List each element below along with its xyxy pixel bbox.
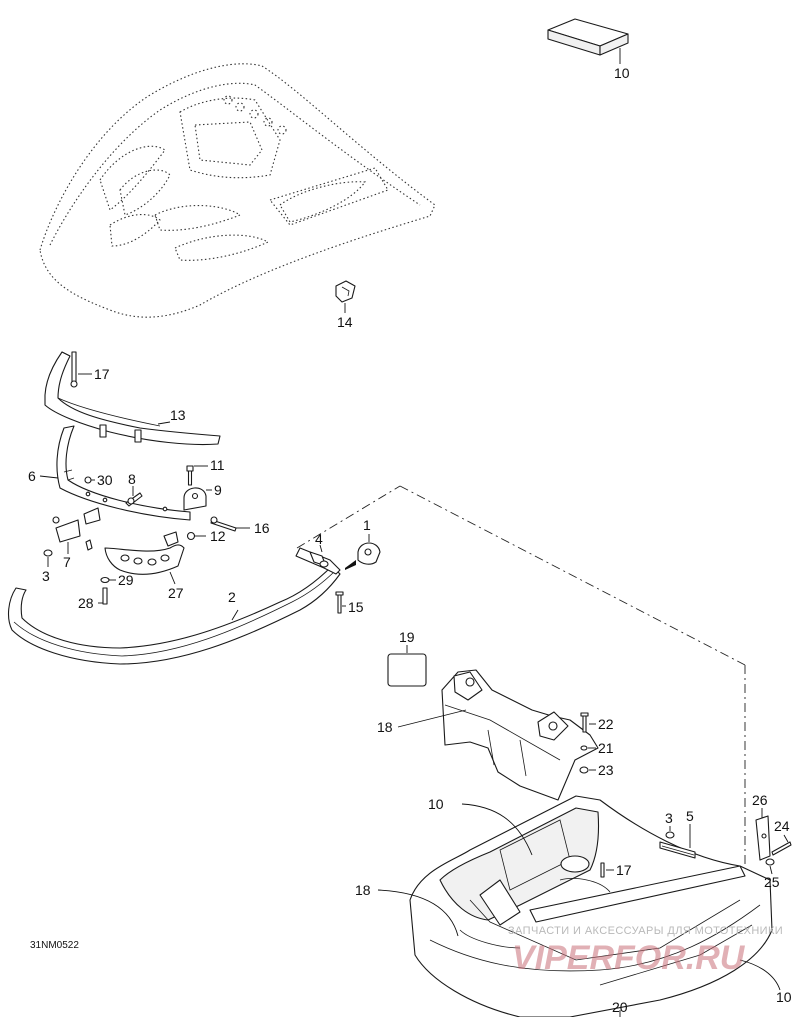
screw-22: [580, 712, 589, 733]
callout-17-bottom: 17: [616, 862, 632, 878]
hood-ghost: [39, 63, 436, 318]
callout-9: 9: [214, 482, 222, 498]
alignment-lines: [296, 485, 746, 872]
callout-8: 8: [128, 471, 136, 487]
tab-9: [183, 487, 207, 511]
part-pad-top: [547, 18, 629, 56]
callout-10-bottom: 10: [776, 989, 792, 1005]
callout-24: 24: [774, 818, 790, 834]
bracket-26: [755, 815, 771, 861]
callout-1: 1: [363, 517, 371, 533]
callout-19: 19: [399, 629, 415, 645]
callout-18-bottom: 18: [355, 882, 371, 898]
screw-24: [771, 841, 792, 856]
washer-30: [84, 476, 92, 484]
watermark-line2: VIPERFOR.RU: [512, 939, 746, 977]
callout-5: 5: [686, 808, 694, 824]
callout-23: 23: [598, 762, 614, 778]
washer-21: [580, 745, 588, 751]
nut-23: [579, 766, 589, 774]
callout-2: 2: [228, 589, 236, 605]
callout-14: 14: [337, 314, 353, 330]
callout-12: 12: [210, 528, 226, 544]
callout-22: 22: [598, 716, 614, 732]
callout-3-right: 3: [665, 810, 673, 826]
part-support-18: [441, 669, 599, 801]
callout-30: 30: [97, 472, 113, 488]
bolt-4: [309, 551, 329, 568]
callout-25: 25: [764, 874, 780, 890]
callouts: 10 14 17 13 6 30 8 11 9 16 12 1 4 3 7 29…: [28, 65, 792, 1015]
label-19: [387, 653, 427, 687]
screw-28: [102, 587, 108, 605]
part-clip-14: [335, 280, 356, 303]
nut-3-right: [665, 831, 675, 839]
callout-10-top: 10: [614, 65, 630, 81]
drawing-code: 31NM0522: [30, 940, 79, 951]
callout-4: 4: [315, 531, 323, 547]
callout-15: 15: [348, 599, 364, 615]
washer-25: [765, 858, 775, 866]
callout-21: 21: [598, 740, 614, 756]
callout-28: 28: [78, 595, 94, 611]
part-trim-13: [44, 351, 221, 446]
screw-16: [210, 516, 237, 532]
callout-13: 13: [170, 407, 186, 423]
callout-17-top: 17: [94, 366, 110, 382]
rail-5: [659, 841, 696, 859]
callout-11: 11: [210, 457, 225, 473]
washer-3-left: [43, 549, 53, 557]
callout-10-mid: 10: [428, 796, 444, 812]
callout-20: 20: [612, 999, 628, 1015]
part-bracket-6: [56, 425, 191, 521]
screw-17-top: [70, 351, 78, 388]
bracket-7: [52, 507, 101, 551]
rivet-8: [125, 492, 143, 507]
callout-26: 26: [752, 792, 768, 808]
callout-6: 6: [28, 468, 36, 484]
callout-3-left: 3: [42, 568, 50, 584]
washer-29: [100, 576, 110, 584]
nut-12: [186, 531, 196, 541]
part-belly-pan-20: [409, 795, 773, 1017]
bracket-27: [104, 531, 185, 575]
screw-17-bottom: [600, 862, 605, 878]
callout-7: 7: [63, 554, 71, 570]
bolt-11: [186, 465, 194, 486]
watermark-line1: ЗАПЧАСТИ И АКСЕССУАРЫ ДЛЯ МОТОТЕХНИКИ: [508, 925, 783, 937]
clip-1: [357, 542, 381, 565]
callout-18-mid: 18: [377, 719, 393, 735]
screw-15: [335, 591, 344, 614]
callout-16: 16: [254, 520, 270, 536]
callout-29: 29: [118, 572, 134, 588]
callout-27: 27: [168, 585, 184, 601]
